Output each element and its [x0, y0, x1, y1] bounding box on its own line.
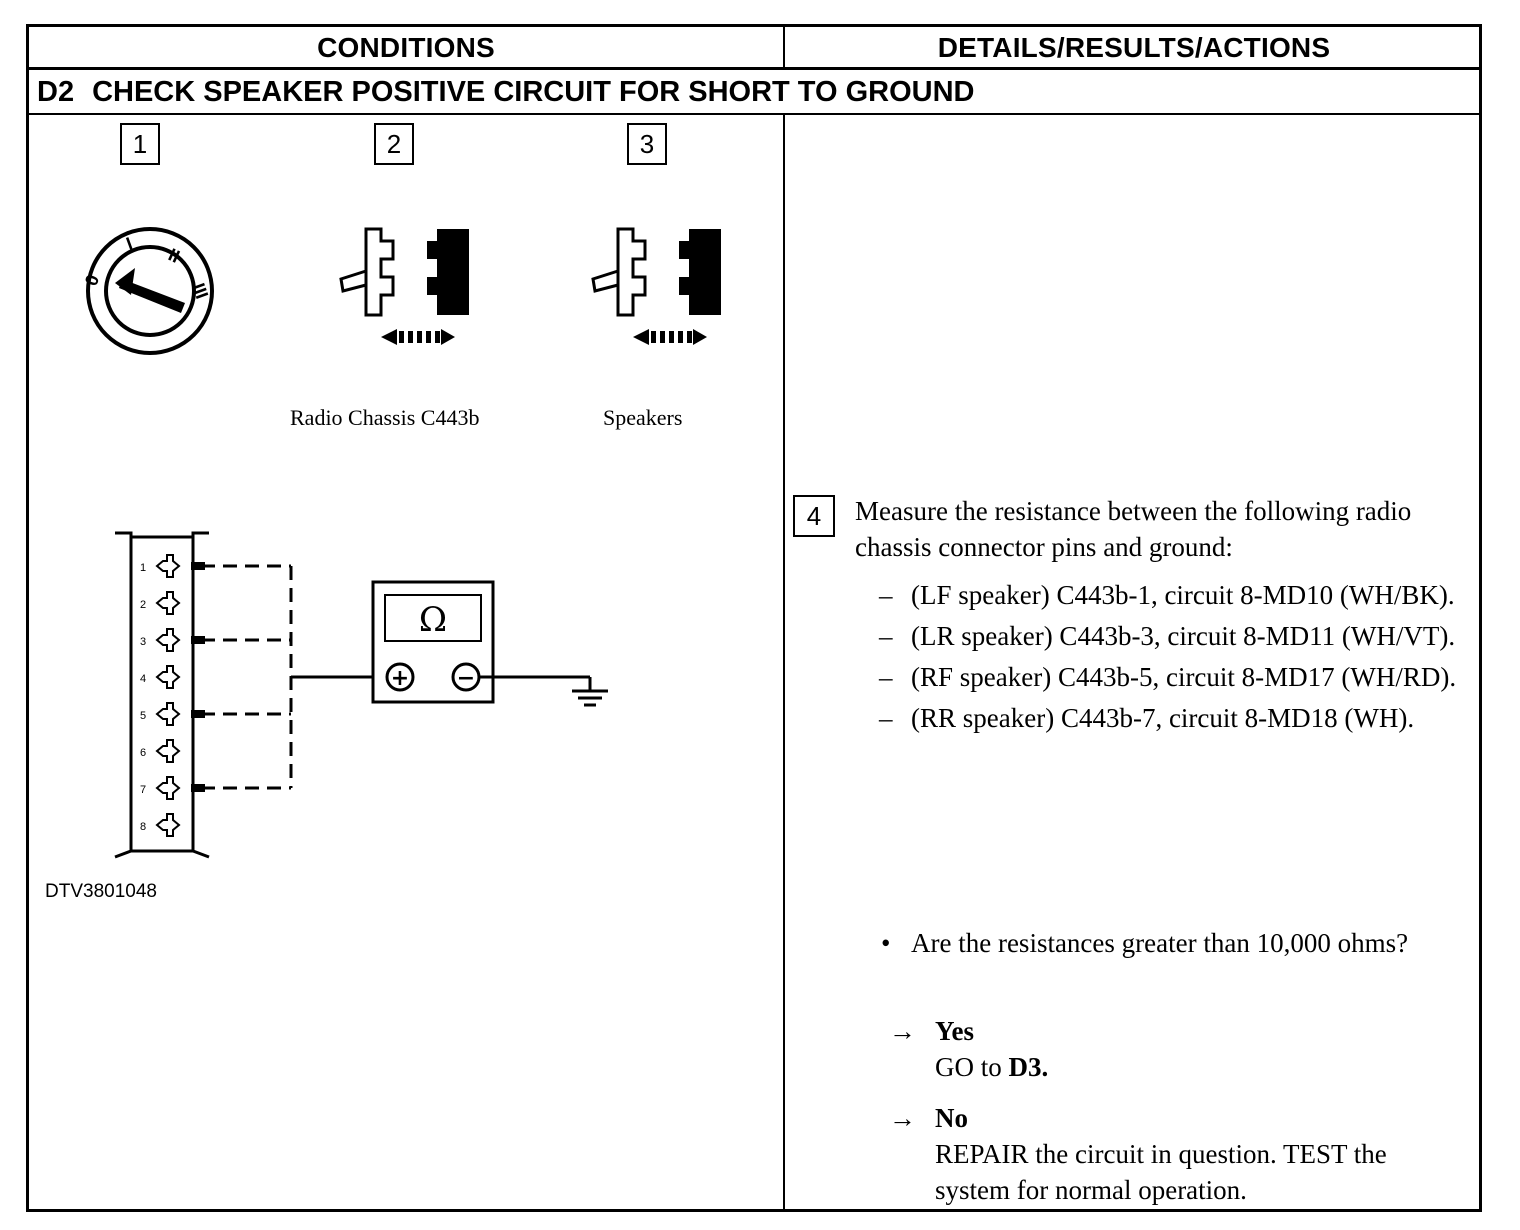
header-rule: [29, 67, 1479, 70]
pin-terminal-icon: [155, 739, 181, 763]
jumper-wires: [191, 562, 375, 792]
ignition-label-1: I: [124, 233, 136, 254]
pin-terminal-icon: [155, 813, 181, 837]
question: • Are the resistances greater than 10,00…: [879, 925, 1471, 961]
list-dash: –: [879, 703, 893, 733]
section-heading: CHECK SPEAKER POSITIVE CIRCUIT FOR SHORT…: [92, 75, 975, 108]
connector-pin: 2: [140, 591, 181, 615]
arrow-right-icon: →: [889, 1103, 916, 1133]
step-2-box: 2: [374, 123, 414, 165]
instruction-intro: Measure the resistance between the follo…: [855, 496, 1412, 562]
details-header: DETAILS/RESULTS/ACTIONS: [937, 32, 1331, 63]
conditions-header: CONDITIONS: [317, 32, 495, 63]
section-title: D2 CHECK SPEAKER POSITIVE CIRCUIT FOR SH…: [37, 71, 975, 113]
yes-action: GO to D3.: [935, 1049, 1449, 1085]
connector-pin: 6: [140, 739, 181, 763]
step-4-box: 4: [793, 495, 835, 537]
measurement-list: –(LF speaker) C443b-1, circuit 8-MD10 (W…: [879, 577, 1469, 741]
figure-id: DTV3801048: [45, 881, 157, 902]
list-item-text: (RF speaker) C443b-5, circuit 8-MD17 (WH…: [911, 662, 1457, 692]
connector-disconnect-icon: [339, 227, 469, 345]
pin-number: 7: [140, 784, 146, 796]
pin-terminal-icon: [155, 628, 181, 652]
list-item-text: (LF speaker) C443b-1, circuit 8-MD10 (WH…: [911, 580, 1455, 610]
list-item-text: (RR speaker) C443b-7, circuit 8-MD18 (WH…: [911, 703, 1415, 733]
pin-terminal-icon: [155, 591, 181, 615]
diagnostic-table: CONDITIONS DETAILS/RESULTS/ACTIONS D2 CH…: [26, 24, 1482, 1212]
list-item: –(LR speaker) C443b-3, circuit 8-MD11 (W…: [879, 618, 1469, 654]
list-dash: –: [879, 621, 893, 651]
pin-number: 8: [140, 821, 146, 833]
pin-terminal-icon: [155, 776, 181, 800]
pin-number: 3: [140, 636, 146, 648]
step-3-box: 3: [627, 123, 667, 165]
goto-link[interactable]: D3.: [1008, 1052, 1049, 1082]
header-divider: [783, 27, 785, 69]
connector-pin: 8: [140, 813, 181, 837]
connector-pin: 7: [140, 776, 181, 800]
pin-number: 5: [140, 710, 146, 722]
pin-number: 2: [140, 599, 146, 611]
column-divider: [783, 115, 785, 1209]
meter-symbol: Ω: [419, 600, 447, 640]
ignition-label-2: II: [165, 244, 183, 266]
list-item: –(LF speaker) C443b-1, circuit 8-MD10 (W…: [879, 577, 1469, 613]
conditions-illustration: 0 I II III: [81, 227, 721, 859]
no-action: REPAIR the circuit in question. TEST the…: [935, 1139, 1387, 1205]
pin-terminal-icon: [155, 665, 181, 689]
speaker-connector-disconnect-icon: [591, 227, 721, 345]
answer-no: → No REPAIR the circuit in question. TES…: [889, 1100, 1449, 1208]
connector-pin: 5: [140, 702, 181, 726]
yes-action-prefix: GO to: [935, 1052, 1009, 1082]
connector-pin: 3: [140, 628, 181, 652]
speakers-caption: Speakers: [603, 405, 683, 430]
no-label: No: [935, 1103, 968, 1133]
list-item: –(RF speaker) C443b-5, circuit 8-MD17 (W…: [879, 659, 1469, 695]
arrow-right-icon: →: [889, 1016, 916, 1046]
section-code: D2: [37, 75, 75, 108]
question-text: Are the resistances greater than 10,000 …: [911, 928, 1409, 958]
list-dash: –: [879, 662, 893, 692]
yes-label: Yes: [935, 1016, 974, 1046]
step-1-box: 1: [120, 123, 160, 165]
connector-caption: Radio Chassis C443b: [290, 405, 480, 430]
list-item-text: (LR speaker) C443b-3, circuit 8-MD11 (WH…: [911, 621, 1456, 651]
pin-terminal-icon: [155, 554, 181, 578]
connector-face-icon: 1 2 3 4 5 6 7 8: [114, 531, 210, 859]
list-dash: –: [879, 580, 893, 610]
connector-pin: 1: [140, 554, 181, 578]
ignition-label-3: III: [188, 281, 212, 302]
answer-yes: → Yes GO to D3.: [889, 1013, 1449, 1085]
bullet-icon: •: [881, 928, 891, 958]
pin-number: 6: [140, 747, 146, 759]
meter-plus: +: [391, 666, 409, 691]
pin-terminal-icon: [155, 702, 181, 726]
list-item: –(RR speaker) C443b-7, circuit 8-MD18 (W…: [879, 700, 1469, 736]
section-rule: [29, 113, 1479, 115]
meter-minus: −: [457, 666, 475, 691]
connector-pin: 4: [140, 665, 181, 689]
pin-number: 4: [140, 673, 146, 685]
pin-number: 1: [140, 562, 146, 574]
ground-icon: [572, 677, 608, 707]
ignition-switch-icon: 0 I II III: [81, 227, 214, 355]
multimeter-icon: Ω + −: [371, 580, 590, 704]
